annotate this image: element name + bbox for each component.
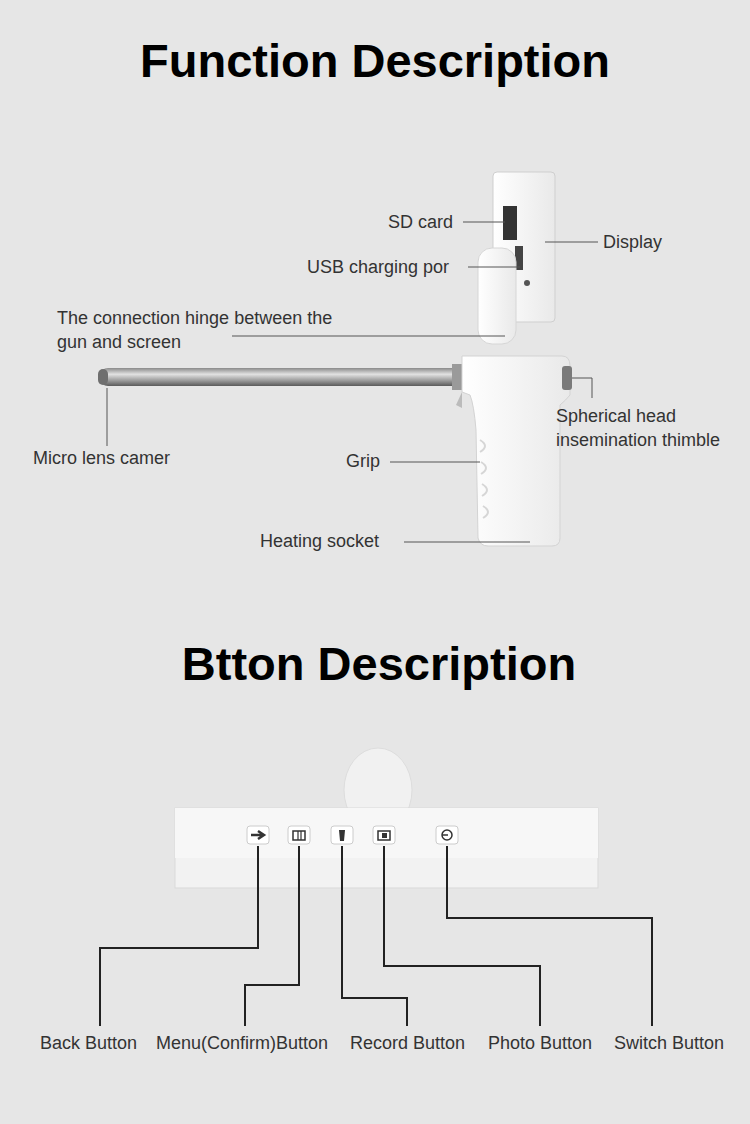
button-label: Menu(Confirm)Button [156, 1031, 328, 1055]
part-label: SD card [388, 210, 453, 234]
button-label: Photo Button [488, 1031, 592, 1055]
button-label: Record Button [350, 1031, 465, 1055]
part-label: Spherical head insemination thimble [556, 404, 746, 452]
page-title: Function Description [0, 33, 750, 89]
section-heading: Btton Description [4, 636, 750, 692]
part-label: Display [603, 230, 662, 254]
part-label: The connection hinge between the gun and… [57, 306, 342, 354]
leader-lines [107, 222, 598, 542]
gun [98, 172, 572, 546]
part-label: Heating socket [260, 529, 379, 553]
button-panel [175, 748, 598, 888]
part-label: Grip [346, 449, 380, 473]
part-label: USB charging por [307, 255, 449, 279]
button-leaders [100, 846, 652, 1026]
part-label: Micro lens camer [33, 446, 170, 470]
button-label: Back Button [40, 1031, 137, 1055]
button-label: Switch Button [614, 1031, 724, 1055]
